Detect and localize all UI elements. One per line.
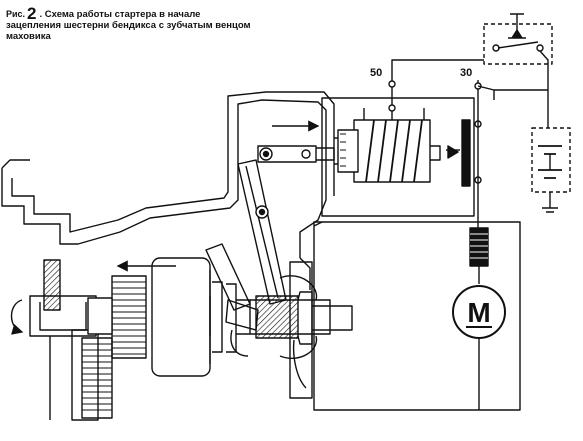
terminal-30-wire (474, 80, 495, 228)
caption-text: . Схема работы стартера в начале зацепле… (6, 9, 251, 42)
field-winding (469, 227, 489, 284)
solenoid-plunger-link (257, 145, 335, 163)
contact-plate (461, 119, 471, 187)
motor-front-plate (289, 261, 313, 399)
starter-motor-housing (313, 221, 521, 411)
flywheel-ring-gear (10, 295, 97, 420)
terminal-30-label: 30 (460, 67, 473, 79)
housing-wall-hatched (43, 259, 61, 311)
caption-figure-number: 2 (27, 4, 37, 23)
motor-symbol-letter: M (467, 297, 490, 328)
caption-prefix: Рис. (6, 9, 26, 19)
armature-shaft (209, 275, 353, 359)
shift-fork-lever (205, 159, 287, 357)
battery (494, 72, 571, 213)
terminal-50-label: 50 (370, 67, 383, 79)
terminal-50-wire (388, 59, 484, 120)
figure-caption: Рис.2. Схема работы стартера в начале за… (6, 5, 256, 42)
solenoid-armature-plunger (337, 129, 359, 173)
flywheel-teeth (81, 337, 113, 419)
traction-relay-housing (321, 97, 475, 217)
bendix-pinion-gear (87, 275, 147, 359)
overrunning-clutch (151, 257, 211, 377)
ignition-switch (483, 13, 553, 72)
